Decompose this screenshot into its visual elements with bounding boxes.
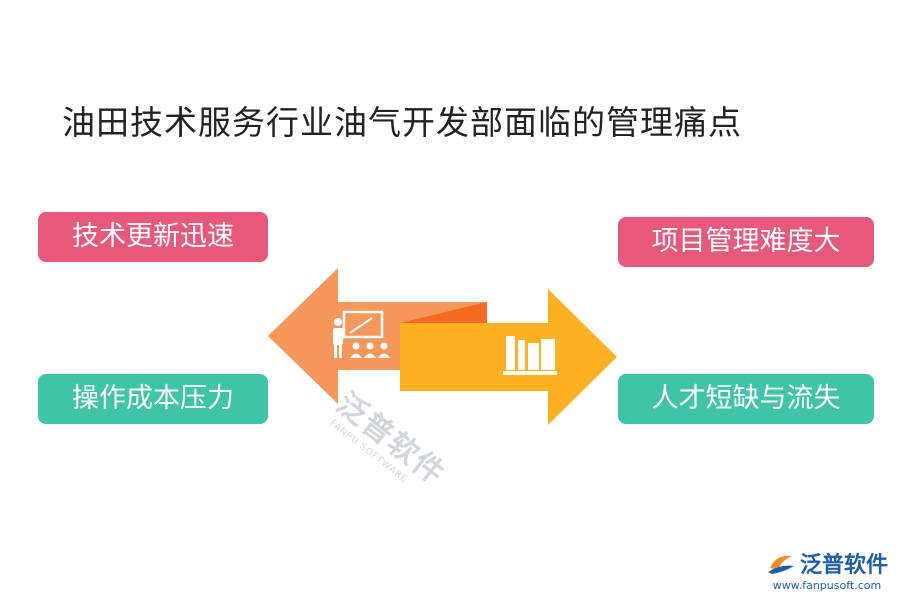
page-title: 油田技术服务行业油气开发部面临的管理痛点 — [62, 103, 742, 142]
books-icon — [503, 336, 557, 375]
pain-point-talent-shortage: 人才短缺与流失 — [618, 374, 874, 424]
brand-url: www.fanpusoft.com — [772, 579, 882, 592]
arrow-fold — [400, 302, 487, 323]
brand-mark-icon — [767, 555, 794, 574]
pain-point-project-management: 项目管理难度大 — [618, 217, 874, 267]
teacher-presentation-icon — [333, 310, 390, 358]
pain-point-operating-cost: 操作成本压力 — [38, 374, 268, 424]
pain-point-tech-update: 技术更新迅速 — [38, 212, 268, 262]
brand-name: 泛普软件 — [799, 553, 888, 578]
brand-logo: 泛普软件 www.fanpusoft.com — [766, 547, 888, 592]
